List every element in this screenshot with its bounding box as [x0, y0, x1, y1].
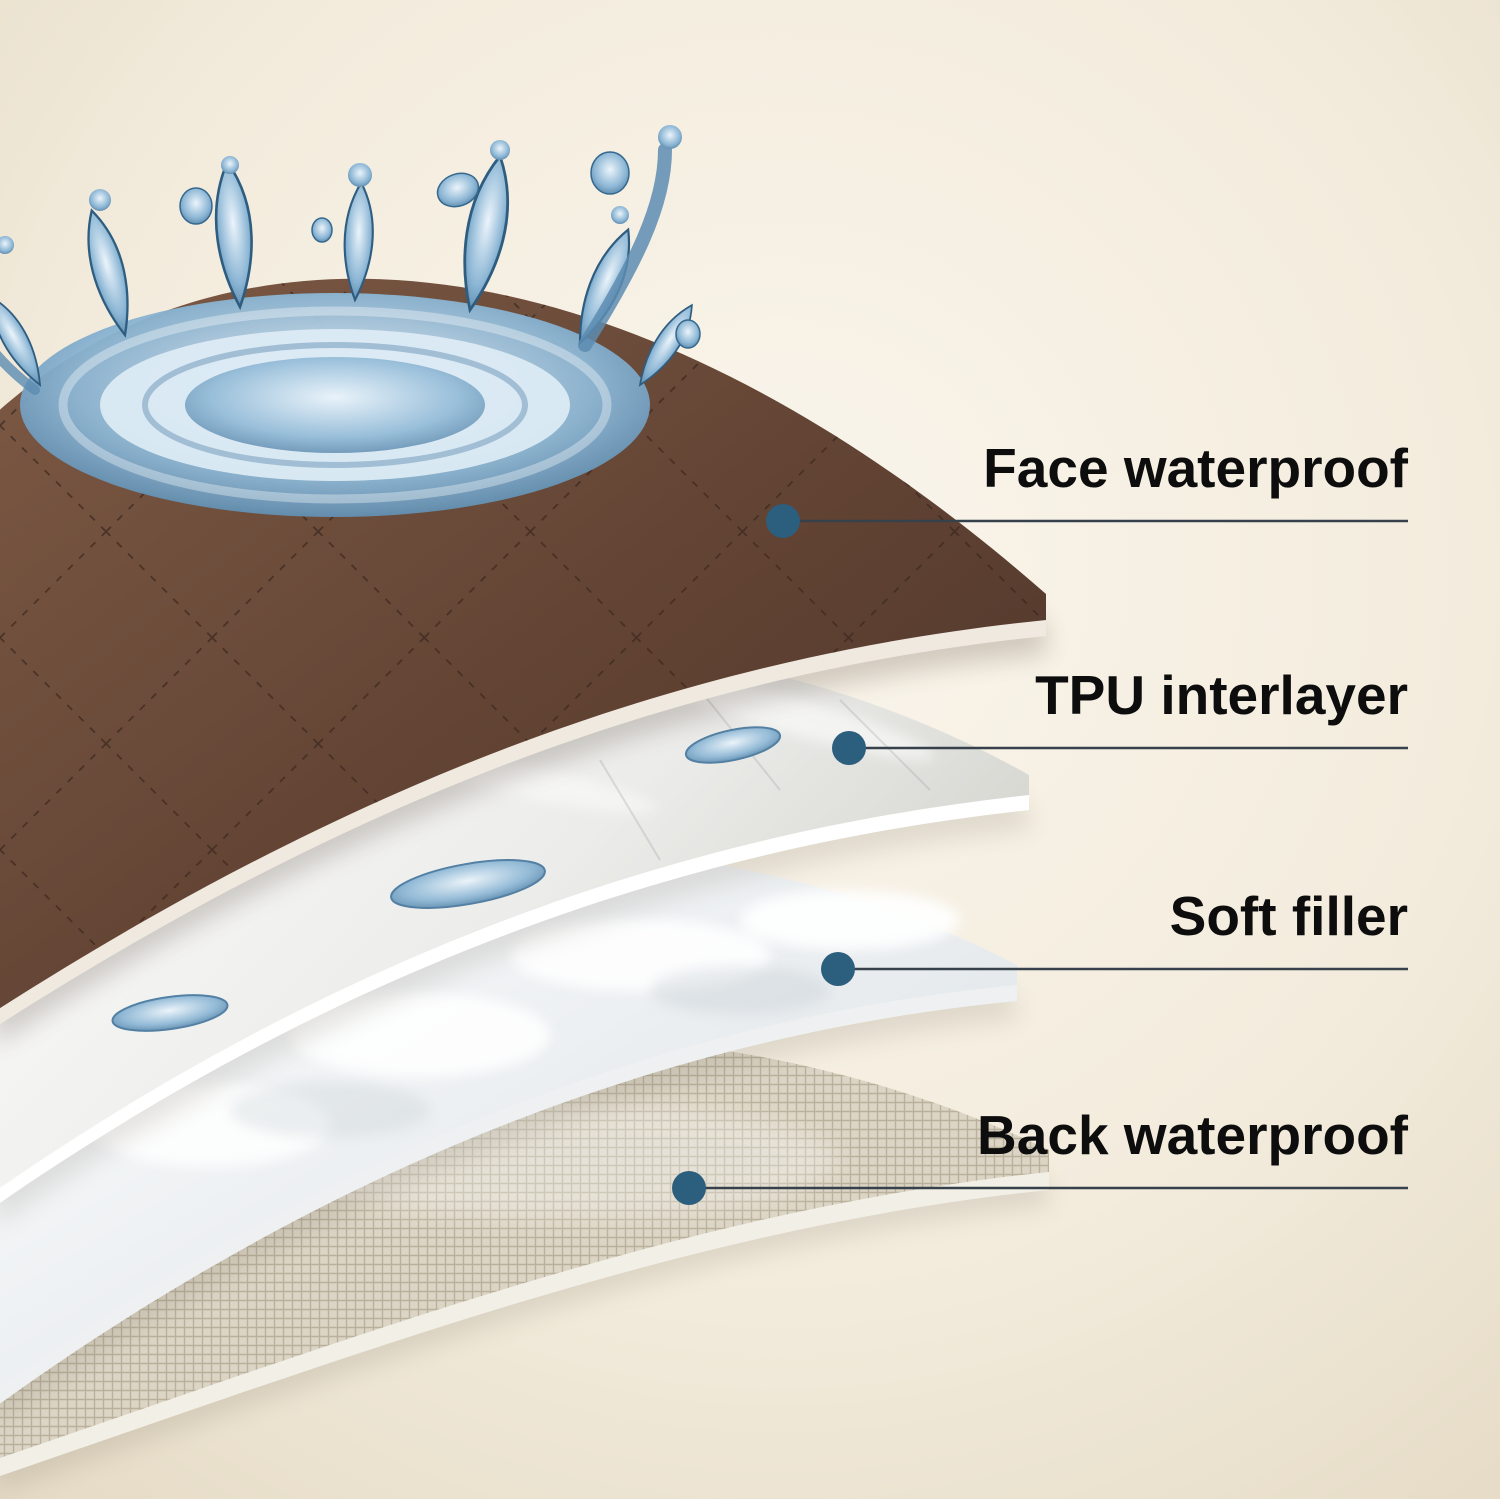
annotation-face-waterproof: Face waterproof — [766, 437, 1409, 538]
water-droplet — [490, 140, 510, 160]
splash-ripple — [58, 306, 612, 504]
water-droplet — [348, 163, 372, 187]
connector-dot — [672, 1171, 706, 1205]
tpu-droplets — [111, 726, 782, 1032]
water-droplet — [436, 172, 480, 208]
layer-label: Back waterproof — [977, 1104, 1409, 1166]
water-droplet — [89, 189, 111, 211]
water-droplet — [611, 206, 629, 224]
connector-dot — [832, 731, 866, 765]
annotation-tpu-interlayer: TPU interlayer — [832, 664, 1408, 765]
water-droplet — [179, 187, 213, 225]
splash-ripple — [142, 342, 528, 468]
water-droplet — [390, 859, 546, 909]
splash-curl — [578, 143, 672, 352]
water-droplet — [0, 236, 14, 254]
water-splash — [0, 125, 702, 517]
water-droplet — [311, 217, 333, 243]
water-droplet — [590, 151, 630, 195]
flying-droplets — [179, 151, 701, 349]
annotation-soft-filler: Soft filler — [821, 885, 1408, 986]
splash-pool-core — [185, 357, 485, 453]
water-droplet — [658, 125, 682, 149]
fluff-shade — [230, 1082, 430, 1138]
water-droplet — [684, 726, 782, 764]
filler-fluff — [90, 890, 960, 1167]
water-droplet — [221, 156, 239, 174]
connector-dot — [766, 504, 800, 538]
layer-label: Face waterproof — [983, 437, 1409, 499]
layer-label: Soft filler — [1170, 885, 1408, 947]
fluff-patch — [740, 890, 960, 950]
connector-dot — [821, 952, 855, 986]
layer-label: TPU interlayer — [1035, 664, 1408, 726]
water-droplet — [675, 319, 701, 349]
water-droplet — [111, 994, 229, 1032]
annotation-back-waterproof: Back waterproof — [672, 1104, 1409, 1205]
fluff-shade — [650, 966, 830, 1014]
splash-curl — [0, 350, 40, 395]
